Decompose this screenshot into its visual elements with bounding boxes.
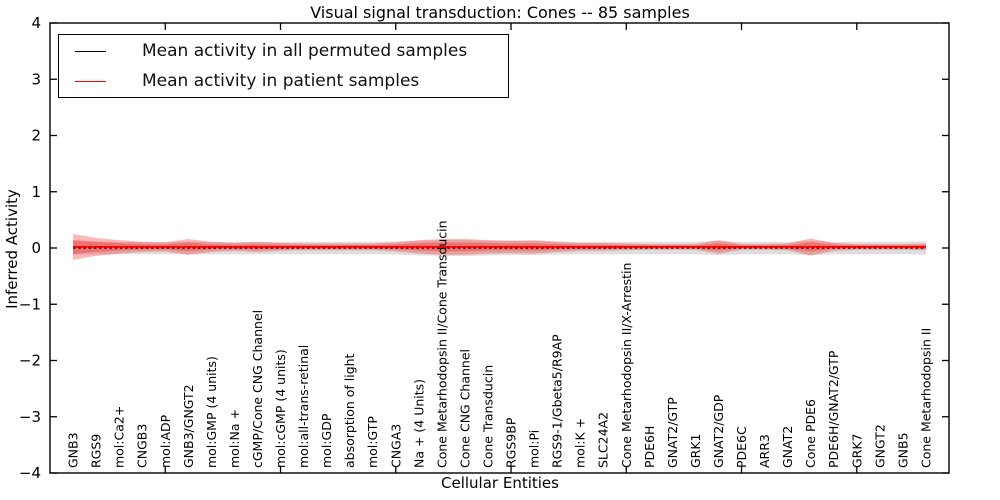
category-label: mol:Pi xyxy=(527,430,542,468)
category-label: Cone Metarhodopsin II/Cone Transducin xyxy=(434,220,449,468)
category-label: mol:GDP xyxy=(319,413,334,468)
category-label: cGMP/Cone CNG Channel xyxy=(250,310,265,468)
category-label: CNGA3 xyxy=(388,424,403,468)
category-label: PDE6C xyxy=(734,426,749,468)
legend: Mean activity in all permuted samples Me… xyxy=(58,34,509,98)
category-label: mol:Ca2+ xyxy=(112,406,127,468)
category-label: Na + (4 Units) xyxy=(411,379,426,468)
y-tick-label: 2 xyxy=(31,127,41,145)
category-label: mol:K + xyxy=(573,418,588,468)
legend-label-patient: Mean activity in patient samples xyxy=(142,71,420,91)
y-axis-label: Inferred Activity xyxy=(3,189,21,309)
category-label: GRK7 xyxy=(849,433,864,468)
category-label: GNAT2/GDP xyxy=(711,394,726,468)
category-label: CNGB3 xyxy=(135,424,150,468)
category-label: GNB3/GNGT2 xyxy=(181,384,196,468)
legend-row-permuted: Mean activity in all permuted samples xyxy=(59,38,508,64)
patient-line-sample-icon xyxy=(75,80,106,82)
permuted-line-sample-icon xyxy=(75,50,106,52)
category-label: Cone Metarhodopsin II xyxy=(918,328,933,468)
category-label: GRK1 xyxy=(688,433,703,468)
legend-label-permuted: Mean activity in all permuted samples xyxy=(142,41,468,61)
category-label: GNAT2 xyxy=(780,426,795,468)
category-label: Cone PDE6 xyxy=(803,399,818,468)
category-label: RGS9 xyxy=(89,434,104,468)
legend-row-patient: Mean activity in patient samples xyxy=(59,68,508,94)
category-label: mol:Na + xyxy=(227,409,242,468)
category-label: mol:GMP (4 units) xyxy=(204,356,219,468)
category-label: PDE6H/GNAT2/GTP xyxy=(826,350,841,468)
category-label: SLC24A2 xyxy=(596,412,611,468)
category-label: PDE6H xyxy=(642,426,657,468)
category-label: RGS9-1/Gbeta5/R9AP xyxy=(550,334,565,468)
chart-title: Visual signal transduction: Cones -- 85 … xyxy=(310,3,690,22)
y-tick-label: 0 xyxy=(31,239,41,257)
y-tick-label: −4 xyxy=(19,464,41,482)
category-label: mol:all-trans-retinal xyxy=(296,345,311,468)
y-tick-label: 1 xyxy=(31,183,41,201)
category-label: Cone Metarhodopsin II/X-Arrestin xyxy=(619,263,634,468)
category-label: GNB5 xyxy=(895,432,910,468)
category-label: ARR3 xyxy=(757,434,772,468)
category-label: Cone CNG Channel xyxy=(457,349,472,468)
y-tick-label: −3 xyxy=(19,408,41,426)
y-tick-label: −2 xyxy=(19,352,41,370)
category-label: mol:cGMP (4 units) xyxy=(273,349,288,468)
y-tick-label: 4 xyxy=(31,14,41,32)
category-label: absorption of light xyxy=(342,353,357,468)
x-axis-label: Cellular Entities xyxy=(441,474,559,492)
category-label: GNB3 xyxy=(66,432,81,468)
category-label: mol:GTP xyxy=(365,416,380,468)
category-label: GNGT2 xyxy=(872,424,887,468)
category-label: Cone Transducin xyxy=(480,365,495,468)
category-label: mol:ADP xyxy=(158,414,173,468)
y-tick-label: 3 xyxy=(31,70,41,88)
category-label: GNAT2/GTP xyxy=(665,397,680,468)
category-label: RGS9BP xyxy=(504,417,519,468)
y-tick-label: −1 xyxy=(19,295,41,313)
